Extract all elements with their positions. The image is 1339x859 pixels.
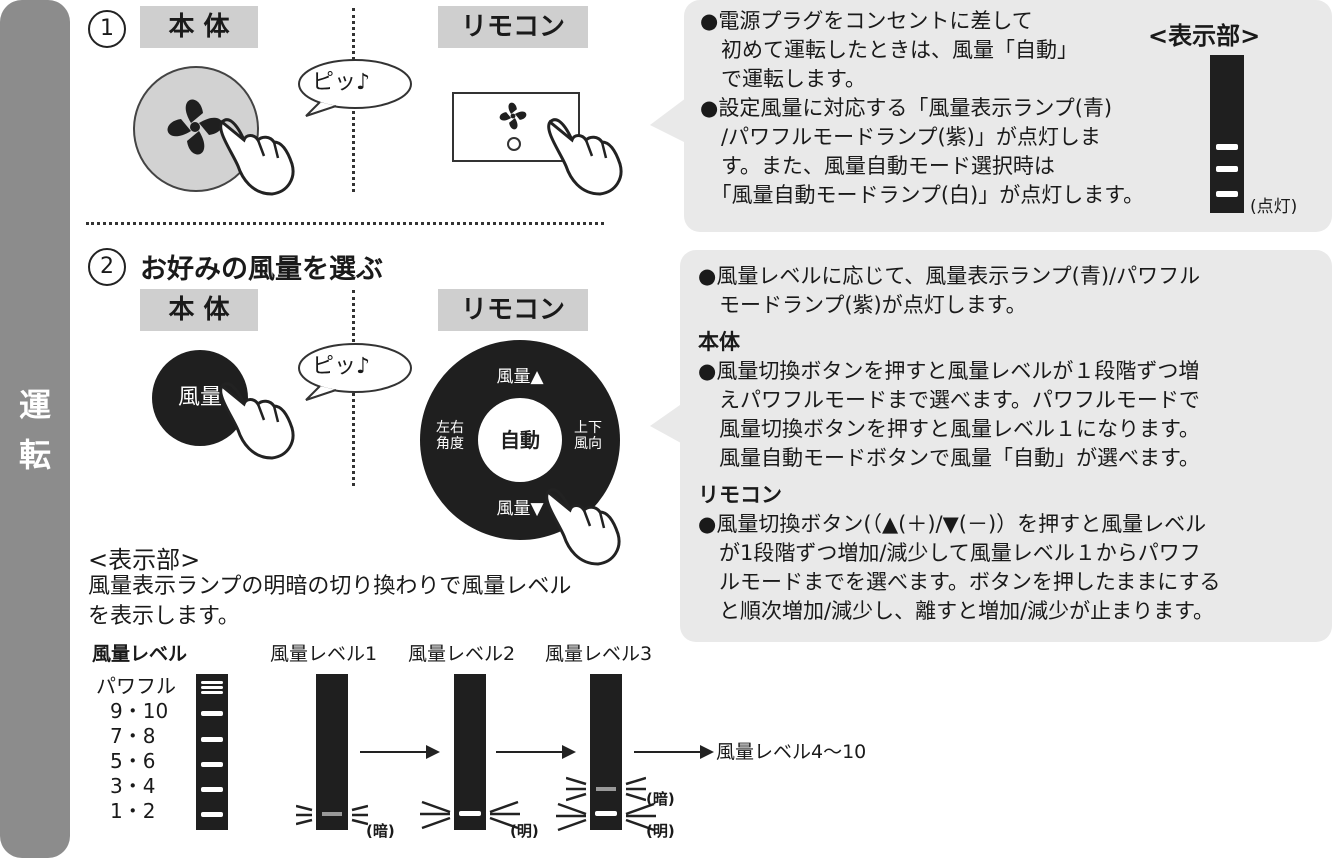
side-tab: [0, 0, 70, 858]
remote-auto-button[interactable]: 自動: [478, 398, 562, 482]
column-header-level2: 風量レベル2: [408, 643, 516, 665]
step2-body-label: 本 体: [140, 289, 258, 331]
fan-icon: [167, 99, 223, 155]
step1-lit-label: (点灯): [1250, 197, 1298, 217]
beep-bubble-1: [298, 59, 412, 117]
hand-pointer-icon: [219, 382, 295, 460]
arrow-right-icon: [496, 745, 576, 759]
step1-body-label: 本 体: [140, 6, 258, 48]
step2-info-text: ●風量レベルに応じて、風量表示ランプ(青)/パワフル モードランプ(紫)が点灯し…: [698, 264, 1221, 623]
step2-number: 2: [88, 248, 126, 286]
level2-lamp-bright: [459, 811, 481, 816]
step1-number: 1: [88, 10, 126, 48]
legend-lamp-7-8: [201, 737, 223, 742]
level3-glow-dark: [566, 776, 646, 802]
step2-info-box: [680, 250, 1332, 642]
side-char-1: 運: [18, 386, 51, 424]
arrow-right-icon: [360, 745, 440, 759]
step1-remote-label: リモコン: [438, 6, 588, 48]
legend-bar: [196, 674, 228, 830]
level3-glow-bright: [556, 802, 656, 832]
body-airflow-button[interactable]: 風量: [152, 350, 248, 446]
legend-lamp-1-2: [201, 812, 223, 817]
hand-pointer-icon: [547, 118, 623, 196]
legend-lamp-3-4: [201, 787, 223, 792]
hand-pointer-icon: [545, 488, 621, 566]
remote-ud-direction-button[interactable]: 上下 風向: [574, 420, 602, 452]
level3-bar: [590, 674, 622, 830]
step1-info-text: ●電源プラグをコンセントに差して 初めて運転したときは、風量「自動」 で運転しま…: [700, 9, 1145, 207]
column-header-level3: 風量レベル3: [545, 643, 653, 665]
display-title: <表示部>: [88, 546, 201, 574]
level2-bar: [454, 674, 486, 830]
level1-lamp-dim: [322, 812, 342, 816]
legend-lamp-9-10: [201, 711, 223, 716]
beep-text-1: ピッ♪: [312, 70, 371, 95]
side-char-2: 転: [18, 436, 51, 474]
remote-airflow-down-button[interactable]: 風量▼: [496, 499, 544, 519]
level2-glow: [420, 800, 520, 830]
column-header-level1: 風量レベル1: [270, 643, 378, 665]
remote-fan-icon: [499, 102, 527, 130]
hand-pointer-icon: [219, 118, 295, 196]
beep-text-2: ピッ♪: [312, 354, 371, 379]
level-list: パワフル 9・10 7・8 5・6 3・4 1・2: [96, 674, 176, 823]
level1-bar: [316, 674, 348, 830]
legend-lamp-5-6: [201, 762, 223, 767]
legend-lamp-powerful: [201, 681, 223, 684]
body-heading: 本体: [698, 330, 740, 354]
remote-airflow-up-button[interactable]: 風量▲: [496, 367, 544, 387]
remote-lr-angle-button[interactable]: 左右 角度: [436, 420, 464, 452]
level1-dark-label: (暗): [366, 822, 395, 840]
step1-lamp-1: [1216, 144, 1238, 150]
remote-heading: リモコン: [698, 483, 782, 507]
arrow-right-icon: [634, 745, 714, 759]
next-level-label: 風量レベル4～10: [716, 741, 867, 763]
step2-remote-label: リモコン: [438, 289, 588, 331]
callout-pointer-1: [650, 95, 690, 145]
level2-bright-label: (明): [510, 822, 539, 840]
step-divider: [86, 222, 604, 225]
level3-dark-label: (暗): [646, 790, 675, 808]
level3-lamp-dim: [596, 787, 616, 791]
level3-bright-label: (明): [646, 822, 675, 840]
level1-glow: [296, 804, 368, 826]
step1-display-title: <表示部>: [1148, 22, 1261, 50]
display-desc: 風量表示ランプの明暗の切り換わりで風量レベル を表示します。: [88, 574, 572, 629]
step1-lamp-3: [1216, 191, 1238, 197]
level-header: 風量レベル: [92, 643, 188, 665]
step1-lamp-2: [1216, 166, 1238, 172]
step2-title: お好みの風量を選ぶ: [140, 254, 383, 285]
step1-display-bar: [1210, 55, 1244, 213]
beep-bubble-2: [298, 343, 412, 401]
level3-lamp-bright: [595, 811, 617, 816]
remote-led-indicator: [507, 137, 521, 151]
